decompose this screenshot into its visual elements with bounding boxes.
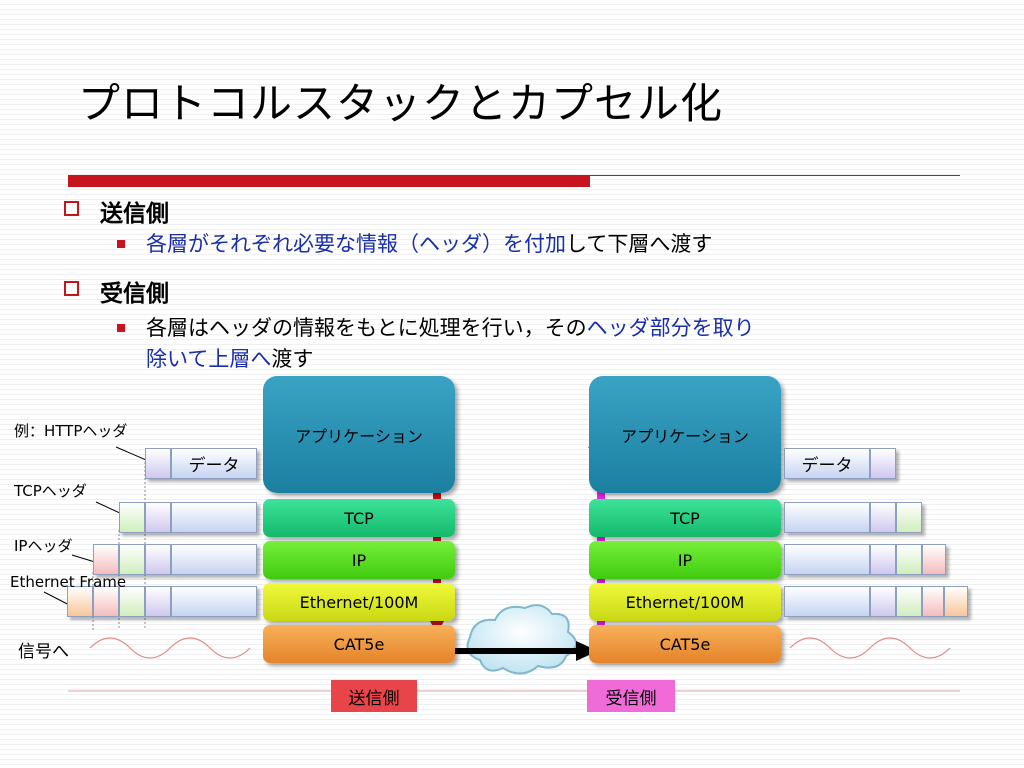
sender-http-header (145, 502, 171, 533)
sender-ip-header (93, 586, 119, 617)
title-underline (68, 175, 590, 187)
page-title: プロトコルスタックとカプセル化 (78, 79, 724, 128)
label-signal: 信号へ (18, 642, 69, 662)
label-ip-header: IPヘッダ (14, 537, 73, 555)
receiver-layer-cat5e: CAT5e (589, 625, 781, 663)
receiver-tcp-header (896, 502, 922, 533)
receiver-layer-ip: IP (589, 541, 781, 579)
network-cloud-icon (466, 604, 577, 675)
receiver-tcp-header (896, 586, 922, 617)
bullet-square-icon (117, 240, 125, 248)
sender-data-block (171, 502, 257, 533)
receiver-layer-ethernet: Ethernet/100M (589, 583, 781, 621)
receiver-description: 各層はヘッダの情報をもとに処理を行い，そのヘッダ部分を取り 除いて上層へ渡す (117, 313, 755, 375)
sender-layer-tcp: TCP (263, 499, 455, 537)
bullet-box-icon (64, 281, 79, 296)
sender-tcp-header (119, 586, 145, 617)
bullet-square-icon (117, 324, 125, 332)
receiver-ethernet-header (944, 586, 968, 617)
sender-layer-ip: IP (263, 541, 455, 579)
sender-data-block (171, 586, 257, 617)
receiver-signal-wave (789, 637, 951, 659)
sender-ip-header (93, 544, 119, 575)
sender-description: 各層がそれぞれ必要な情報（ヘッダ）を付加して下層へ渡す (117, 229, 712, 260)
receiver-http-header (870, 544, 896, 575)
sender-http-header (145, 448, 171, 479)
receiver-http-header (870, 502, 896, 533)
sender-ethernet-header (67, 586, 93, 617)
bullet-box-icon (64, 201, 79, 216)
sender-http-header (145, 544, 171, 575)
receiver-data-block: データ (784, 448, 870, 479)
receiver-data-block (784, 544, 870, 575)
receiver-data-block (784, 502, 870, 533)
receiver-http-header (870, 448, 896, 479)
sender-heading: 送信側 (64, 194, 169, 228)
sender-tcp-header (119, 544, 145, 575)
receiver-layer-application: アプリケーション (589, 376, 781, 493)
sender-http-header (145, 586, 171, 617)
title-underline-thin (590, 175, 960, 176)
sender-tag: 送信側 (331, 680, 417, 712)
label-ethernet-frame: Ethernet Frame (10, 573, 127, 591)
label-http-header: 例：HTTPヘッダ (14, 422, 128, 440)
sender-data-block (171, 544, 257, 575)
sender-tcp-header (119, 502, 145, 533)
receiver-heading: 受信側 (64, 274, 169, 308)
receiver-tcp-header (896, 544, 922, 575)
receiver-data-block (784, 586, 870, 617)
receiver-http-header (870, 586, 896, 617)
sender-signal-wave (89, 637, 251, 659)
label-tcp-header: TCPヘッダ (14, 482, 87, 500)
sender-data-block: データ (171, 448, 257, 479)
transmission-arrow-head (576, 641, 598, 661)
sender-layer-application: アプリケーション (263, 376, 455, 493)
receiver-ip-header (922, 586, 944, 617)
receiver-ip-header (922, 544, 946, 575)
receiver-layer-tcp: TCP (589, 499, 781, 537)
receiver-tag: 受信側 (587, 680, 675, 712)
sender-layer-cat5e: CAT5e (263, 625, 455, 663)
sender-layer-ethernet: Ethernet/100M (263, 583, 455, 621)
